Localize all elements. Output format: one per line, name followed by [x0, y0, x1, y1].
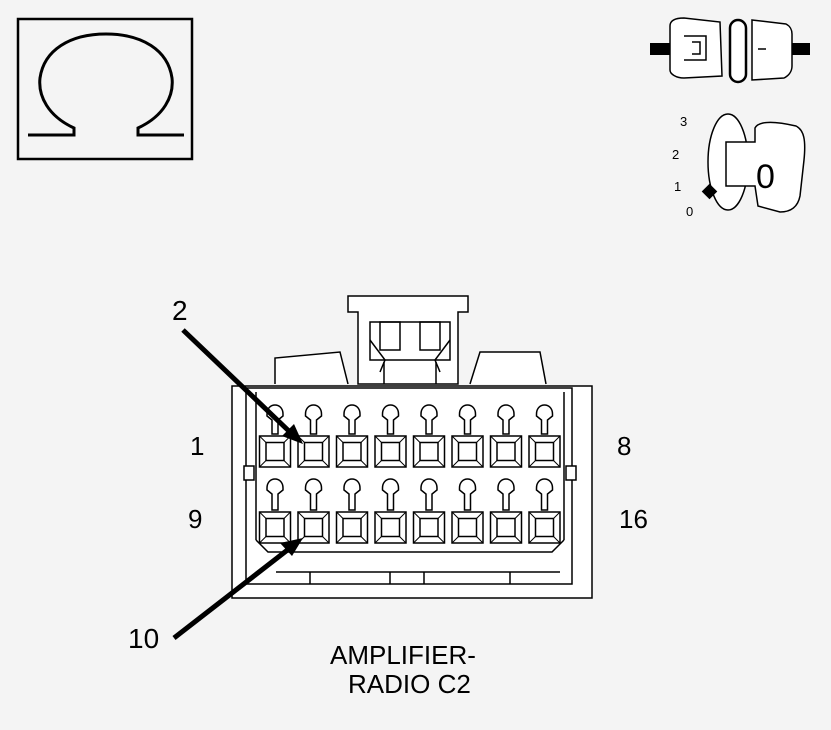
- pin-cavities: [258, 404, 561, 544]
- callout-label-10: 10: [128, 623, 159, 654]
- ignition-position-3: 3: [680, 114, 687, 129]
- connector-caption-line1: AMPLIFIER-: [330, 640, 476, 670]
- pin-cavity: [258, 478, 292, 544]
- ignition-switch-icon: 3 2 1 0 0: [672, 113, 806, 219]
- callout-label-2: 2: [172, 295, 188, 326]
- pin-cavity: [528, 478, 561, 544]
- pin-label-9: 9: [188, 504, 202, 534]
- pin-cavity: [412, 404, 446, 468]
- ignition-position-1: 1: [674, 179, 681, 194]
- pin-cavity: [451, 404, 484, 468]
- callout-arrow-lower: [172, 538, 303, 640]
- pin-cavity: [528, 404, 561, 468]
- pin-cavity: [335, 404, 369, 468]
- pin-cavity: [412, 478, 446, 544]
- connector-unplugged-icon: [650, 17, 810, 84]
- pin-cavity: [374, 404, 407, 468]
- pin-cavity: [374, 478, 407, 544]
- pin-cavity: [297, 478, 330, 544]
- pin-cavity: [489, 404, 523, 468]
- pin-cavity: [489, 478, 523, 544]
- ohm-icon: [16, 17, 194, 161]
- pin-cavity: [297, 404, 330, 468]
- pin-label-16: 16: [619, 504, 648, 534]
- connector-caption-line2: RADIO C2: [348, 669, 471, 699]
- pin-cavity: [335, 478, 369, 544]
- pin-label-8: 8: [617, 431, 631, 461]
- ignition-key-position: 0: [756, 158, 775, 196]
- ignition-position-2: 2: [672, 147, 679, 162]
- pin-cavity: [451, 478, 484, 544]
- ignition-position-0: 0: [686, 204, 693, 219]
- callout-arrow-upper: [181, 328, 303, 444]
- pin-label-1: 1: [190, 431, 204, 461]
